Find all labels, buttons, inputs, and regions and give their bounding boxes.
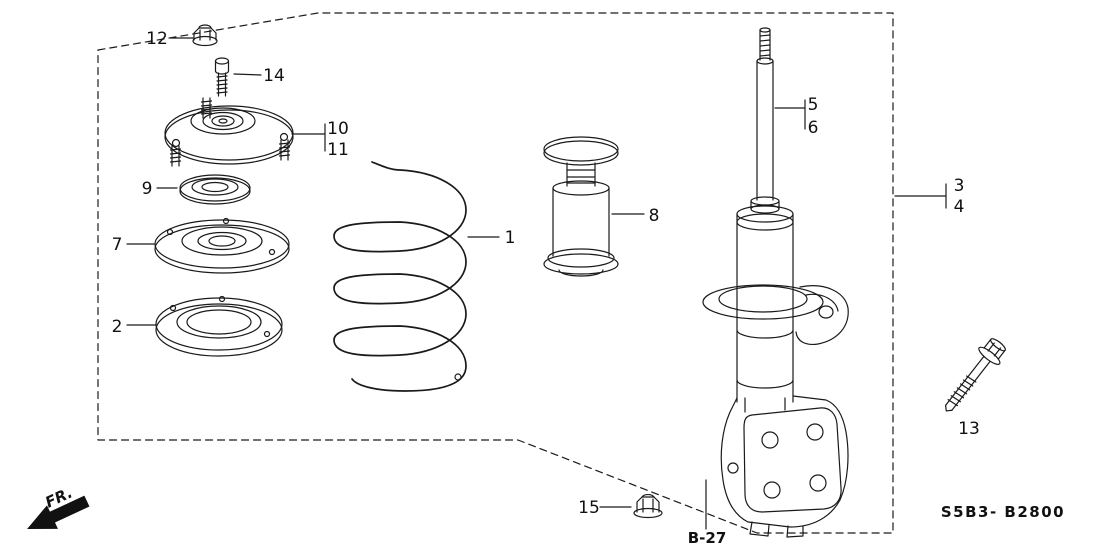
part-8-bump-stopper — [543, 136, 619, 277]
diagram-linework — [97, 12, 1006, 538]
callout-5: 5 — [808, 95, 819, 115]
part-7-upper-spring-seat — [154, 217, 290, 274]
callout-15: 15 — [578, 498, 600, 518]
callout-11: 11 — [327, 140, 349, 160]
part-5-6-piston-rod — [750, 27, 780, 214]
callout-6: 6 — [808, 118, 819, 138]
part-1-coil-spring — [333, 161, 467, 392]
page-ref-b27: B-27 — [688, 529, 727, 547]
callout-3: 3 — [954, 176, 965, 196]
callout-1: 1 — [505, 228, 516, 248]
boundary-dashed-outline — [97, 12, 894, 534]
fr-arrow-icon — [27, 495, 90, 529]
callout-8: 8 — [649, 206, 660, 226]
callout-13: 13 — [958, 419, 980, 439]
callout-7: 7 — [112, 235, 123, 255]
leader-lines — [126, 37, 947, 530]
part-14-stud-bolt — [214, 57, 230, 97]
diagram-code: S5B3- B2800 — [941, 503, 1065, 521]
part-12-self-locking-nut — [192, 24, 218, 47]
callout-10: 10 — [327, 119, 349, 139]
callout-4: 4 — [954, 197, 965, 217]
part-9-mount-washer — [179, 174, 251, 205]
part-13-flange-bolt — [944, 338, 1006, 412]
callout-9: 9 — [142, 179, 153, 199]
callout-14: 14 — [263, 66, 285, 86]
part-2-dust-cover-plate — [155, 295, 283, 357]
part-10-11-strut-mount — [164, 97, 294, 167]
fr-direction-indicator: FR. — [27, 484, 90, 529]
part-3-4-damper-assembly — [702, 27, 849, 538]
part-15-flange-nut — [633, 493, 663, 519]
callout-2: 2 — [112, 317, 123, 337]
callout-labels: 1 2 3 4 5 6 7 8 9 10 11 12 13 14 15 — [112, 29, 980, 518]
callout-12: 12 — [146, 29, 168, 49]
